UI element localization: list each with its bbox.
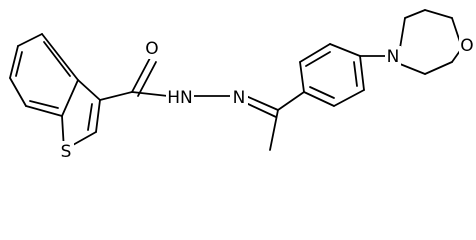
svg-text:O: O [460,36,473,56]
svg-text:HN: HN [167,88,193,108]
atom-o-morpholine: O [459,34,475,56]
hydrazone-bonds [189,91,305,151]
svg-text:N: N [233,88,246,108]
molecule-canvas: O S HN N N O [9,9,475,162]
molecule-structure: O S HN N N O [9,9,475,162]
svg-text:N: N [387,47,400,67]
carboxamide-bonds [99,57,169,101]
atom-n-morpholine: N [385,46,401,67]
atom-o-carbonyl: O [143,37,161,59]
benzene-ring-bonds [9,33,79,117]
svg-text:S: S [61,142,72,162]
atom-s-thiophene: S [58,141,74,162]
phenyl-ring-bonds [299,43,365,107]
morpholine-ring-bonds [359,9,463,75]
atom-n-imine: N [230,86,248,108]
atom-hn-hydrazide: HN [166,86,194,108]
thiophene-ring-bonds [61,79,101,151]
svg-text:O: O [145,39,158,59]
